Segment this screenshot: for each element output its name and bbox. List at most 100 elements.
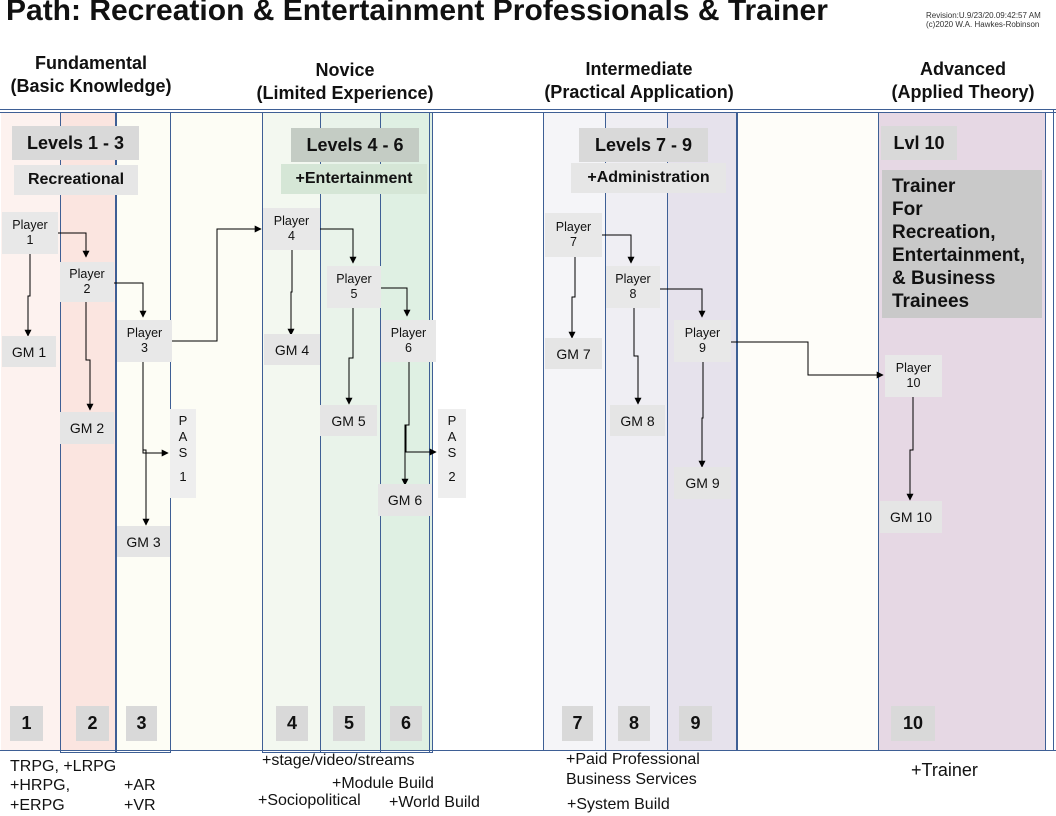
gm-node-10: GM 10 bbox=[880, 501, 942, 533]
player-label: Player bbox=[126, 326, 163, 340]
copyright-line: (c)2020 W.A. Hawkes-Robinson bbox=[926, 20, 1040, 29]
column-band-gap-c bbox=[736, 112, 879, 750]
footer-system-build: +System Build bbox=[567, 796, 670, 813]
gm-node-2: GM 2 bbox=[60, 412, 114, 444]
recreational-label: Recreational bbox=[14, 165, 138, 195]
arrow-p7-p8 bbox=[602, 234, 635, 264]
revision-info: Revision:U.9/23/20.09:42:57 AM (c)2020 W… bbox=[926, 11, 1041, 29]
pas-letter: P bbox=[447, 413, 457, 428]
player-number: 2 bbox=[83, 282, 91, 296]
footer-trainer: +Trainer bbox=[911, 760, 978, 780]
footer-world-build: +World Build bbox=[389, 794, 480, 811]
player-number: 4 bbox=[288, 229, 295, 243]
player-label: Player bbox=[390, 326, 427, 340]
pas-letter: A bbox=[178, 429, 188, 444]
level-number-8: 8 bbox=[618, 706, 650, 741]
arrow-p3-pas1 bbox=[142, 362, 169, 457]
column-box-7-9 bbox=[543, 112, 737, 751]
trainer-line: For bbox=[892, 199, 923, 220]
trainer-line: & Business bbox=[892, 268, 996, 289]
divider-gap-10 bbox=[878, 112, 879, 750]
player-number: 5 bbox=[350, 287, 358, 301]
phase-advanced: Advanced (Applied Theory) bbox=[880, 58, 1046, 104]
gm-node-4: GM 4 bbox=[264, 334, 320, 365]
pas-letter: S bbox=[178, 445, 188, 460]
right-border bbox=[1053, 109, 1054, 750]
level-number-2: 2 bbox=[76, 706, 109, 741]
arrow-p6-gm6 bbox=[401, 362, 410, 486]
footer-sociopolitical: +Sociopolitical bbox=[258, 792, 361, 809]
level-number-5: 5 bbox=[333, 706, 365, 741]
phase-novice-title: Novice bbox=[315, 60, 375, 80]
gm-node-1: GM 1 bbox=[2, 336, 56, 367]
column-box-4-6 bbox=[262, 112, 433, 753]
level-number-10: 10 bbox=[891, 706, 935, 741]
gm-node-7: GM 7 bbox=[545, 338, 602, 369]
level-number-4: 4 bbox=[276, 706, 308, 741]
phase-intermediate-subtitle: (Practical Application) bbox=[544, 82, 734, 102]
arrow-p3-p4 bbox=[172, 225, 262, 342]
trainer-line: Entertainment, bbox=[892, 245, 1026, 266]
pas-number: 2 bbox=[448, 469, 456, 484]
phase-fundamental: Fundamental (Basic Knowledge) bbox=[0, 52, 182, 98]
player-label: Player bbox=[615, 272, 651, 286]
trainer-line: Recreation, bbox=[892, 222, 996, 243]
gm-node-3: GM 3 bbox=[117, 526, 170, 557]
arrow-p8-p9 bbox=[660, 288, 706, 318]
divider-5-6 bbox=[380, 112, 381, 753]
trainer-box: Trainer For Recreation, Entertainment, &… bbox=[882, 170, 1042, 318]
footer-stage-video-streams: +stage/video/streams bbox=[262, 752, 415, 769]
pas-number: 1 bbox=[179, 469, 187, 484]
level-number-6: 6 bbox=[390, 706, 422, 741]
arrow-p2-gm2 bbox=[85, 302, 94, 411]
phase-intermediate-title: Intermediate bbox=[585, 59, 693, 79]
arrow-p6-pas2 bbox=[405, 362, 437, 456]
level-number-7: 7 bbox=[562, 706, 593, 741]
arrow-p9-p10 bbox=[731, 341, 884, 379]
arrow-p5-gm5 bbox=[345, 308, 354, 405]
footer-business-services: Business Services bbox=[566, 771, 697, 788]
player-label: Player bbox=[12, 218, 48, 232]
footer-hrpg: +HRPG, bbox=[10, 777, 71, 794]
phase-advanced-title: Advanced bbox=[919, 59, 1007, 79]
divider-8-9 bbox=[667, 112, 668, 751]
divider-6-outer bbox=[429, 112, 430, 753]
pas-letter: P bbox=[178, 413, 188, 428]
levels-7-9-header: Levels 7 - 9 bbox=[579, 128, 708, 162]
gm-node-6: GM 6 bbox=[378, 484, 432, 516]
phase-intermediate: Intermediate (Practical Application) bbox=[530, 58, 748, 104]
player-number: 7 bbox=[570, 235, 577, 249]
arrow-p4-p5 bbox=[320, 228, 357, 264]
footer-trpg-lrpg: TRPG, +LRPG bbox=[10, 758, 117, 775]
level-number-1: 1 bbox=[10, 706, 43, 741]
phase-novice: Novice (Limited Experience) bbox=[245, 59, 445, 105]
levels-1-3-header: Levels 1 - 3 bbox=[12, 126, 139, 160]
arrow-p9-gm9 bbox=[698, 362, 706, 468]
pas-node-1: P A S 1 bbox=[170, 409, 196, 498]
divider-9-gap bbox=[737, 112, 738, 750]
player-number: 1 bbox=[26, 233, 34, 247]
levels-4-6-header: Levels 4 - 6 bbox=[291, 128, 419, 162]
arrow-p8-gm8 bbox=[633, 308, 642, 405]
footer-module-build: +Module Build bbox=[332, 775, 434, 792]
arrow-p1-gm1 bbox=[24, 254, 32, 337]
footer-vr: +VR bbox=[124, 797, 156, 814]
footer-paid-professional: +Paid Professional bbox=[566, 751, 700, 768]
arrow-p2-p3 bbox=[114, 282, 147, 318]
player-label: Player bbox=[684, 326, 721, 340]
player-number: 3 bbox=[141, 341, 148, 355]
player-label: Player bbox=[555, 220, 592, 234]
divider-7-8 bbox=[605, 112, 606, 751]
page-title: Path: Recreation & Entertainment Profess… bbox=[6, 0, 828, 27]
player-label: Player bbox=[895, 361, 932, 375]
bottom-border bbox=[0, 750, 1056, 751]
phase-novice-subtitle: (Limited Experience) bbox=[256, 83, 434, 103]
